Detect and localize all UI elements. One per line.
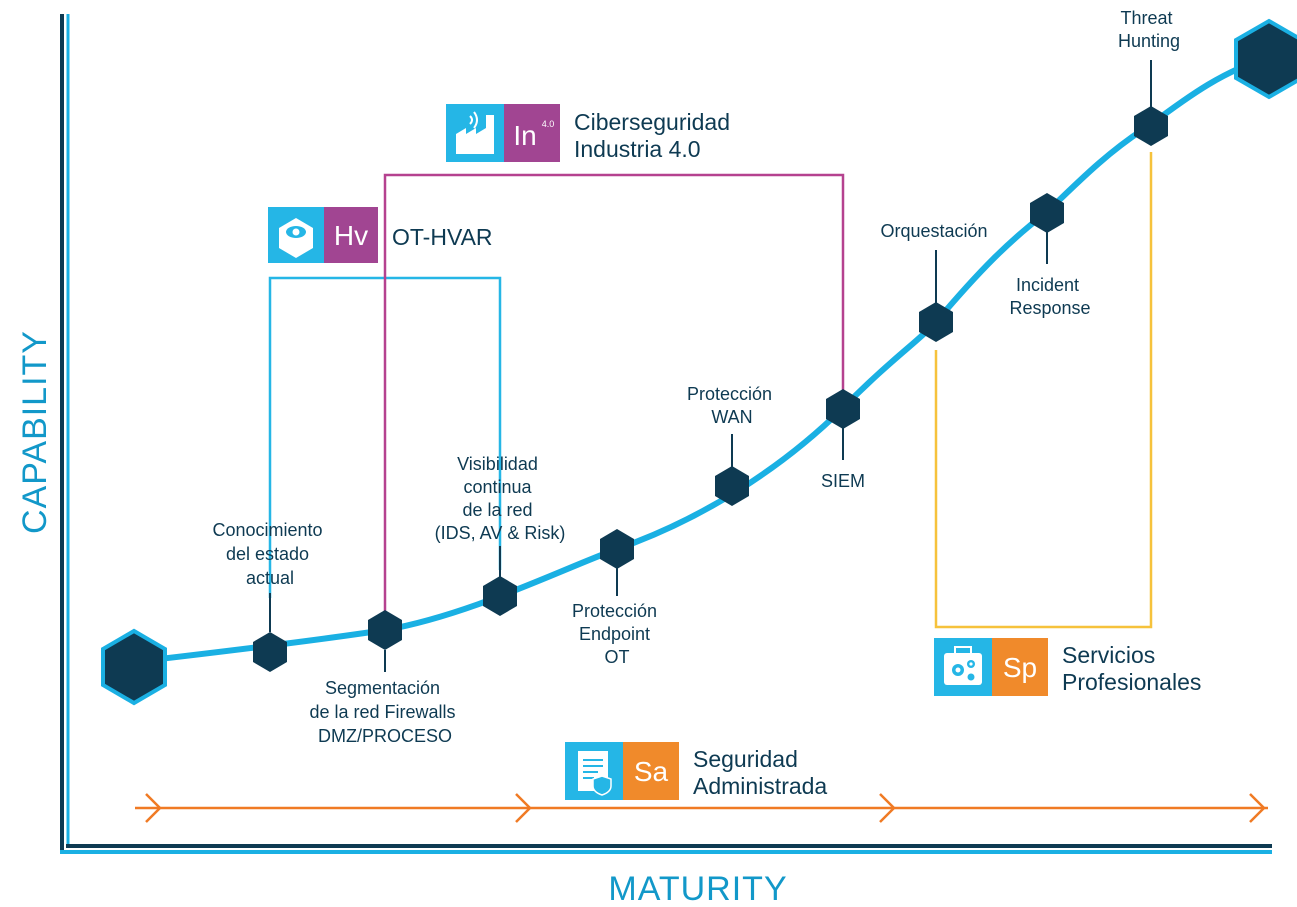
- gears-box-icon: [944, 646, 982, 685]
- hvar-code: Hv: [334, 220, 368, 251]
- service-badge-industria: In 4.0 Ciberseguridad Industria 4.0: [446, 104, 736, 162]
- service-badge-servicios: Sp Servicios Profesionales: [934, 638, 1201, 696]
- industria-superscript: 4.0: [542, 119, 555, 129]
- seguridad-label: Seguridad Administrada: [693, 746, 827, 799]
- cube-eye-icon: [279, 218, 313, 258]
- start-hexagon: [101, 628, 167, 706]
- industria-bracket: [383, 173, 845, 612]
- x-axis-label: MATURITY: [608, 870, 787, 907]
- milestone-node-threat: [1134, 106, 1168, 146]
- milestone-node-endpoint: [600, 529, 634, 569]
- service-badge-hvar: Hv OT-HVAR: [268, 207, 493, 263]
- servicios-code: Sp: [1003, 652, 1037, 683]
- seguridad-arrows: [135, 793, 1268, 823]
- servicios-bracket: [934, 152, 1153, 629]
- milestone-node-siem: [826, 389, 860, 429]
- axes: [60, 14, 1272, 854]
- label-threat: Threat Hunting: [1118, 8, 1180, 51]
- y-axis-label: CAPABILITY: [16, 330, 54, 534]
- service-badge-seguridad: Sa Seguridad Administrada: [565, 742, 827, 800]
- milestone-node-segmentacion: [368, 610, 402, 650]
- milestone-node-visibilidad: [483, 576, 517, 616]
- seguridad-code: Sa: [634, 756, 669, 787]
- label-visibilidad: Visibilidad continua de la red (IDS, AV …: [435, 454, 566, 543]
- label-wan: Protección WAN: [687, 384, 777, 427]
- hvar-label: OT-HVAR: [392, 224, 493, 250]
- industria-code: In: [513, 120, 536, 151]
- label-orquestacion: Orquestación: [880, 221, 987, 241]
- growth-curve: [133, 54, 1271, 665]
- label-siem: SIEM: [821, 471, 865, 491]
- label-conocimiento: Conocimiento del estado actual: [212, 520, 327, 588]
- label-incident: Incident Response: [1009, 275, 1090, 318]
- leader-lines: [269, 60, 1152, 672]
- milestone-node-orquestacion: [919, 302, 953, 342]
- milestone-node-incident: [1030, 193, 1064, 233]
- label-endpoint: Protección Endpoint OT: [572, 601, 662, 667]
- label-segmentacion: Segmentación de la red Firewalls DMZ/PRO…: [309, 678, 460, 746]
- servicios-label: Servicios Profesionales: [1062, 642, 1201, 695]
- document-shield-icon: [578, 751, 612, 796]
- industria-label: Ciberseguridad Industria 4.0: [574, 109, 736, 162]
- milestone-node-wan: [715, 466, 749, 506]
- factory-wifi-icon: [456, 111, 494, 154]
- milestone-node-conocimiento: [253, 632, 287, 672]
- end-hexagon: [1234, 18, 1297, 100]
